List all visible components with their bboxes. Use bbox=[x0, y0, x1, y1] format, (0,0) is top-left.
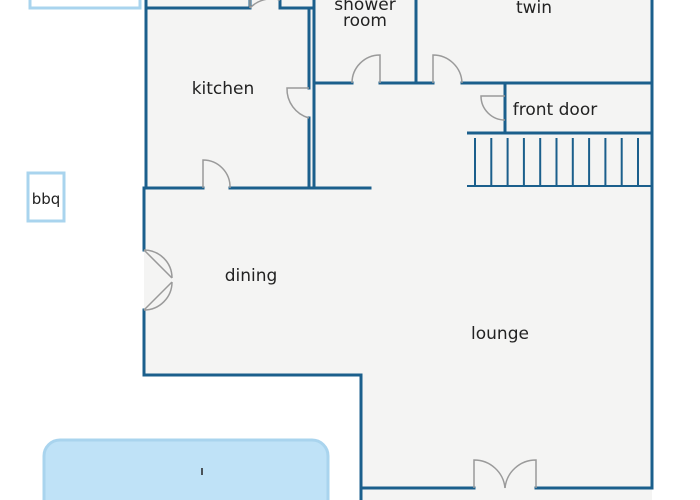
door-front bbox=[480, 95, 506, 121]
bbq-label: bbq bbox=[32, 190, 61, 208]
door-lounge-b bbox=[504, 459, 537, 489]
lounge-label: lounge bbox=[471, 324, 529, 344]
dining-label: dining bbox=[225, 266, 278, 286]
walls bbox=[142, 0, 654, 500]
shower-room-label-line2: room bbox=[343, 11, 387, 31]
door-lounge-a bbox=[473, 459, 506, 489]
twin-label: twin bbox=[516, 0, 552, 18]
staircase bbox=[467, 131, 652, 187]
doors bbox=[143, 0, 537, 489]
front-door-label: front door bbox=[513, 100, 597, 120]
door-dining-left-b bbox=[143, 281, 173, 311]
outdoor-area-outline bbox=[28, 0, 142, 10]
pool bbox=[42, 438, 330, 500]
door-dining-left-a bbox=[143, 249, 173, 279]
kitchen-label: kitchen bbox=[192, 79, 255, 99]
door-kitchen bbox=[286, 87, 310, 119]
door-top-kitchen bbox=[249, 0, 280, 9]
shower-room-label-line1: shower bbox=[334, 0, 395, 15]
door-twin bbox=[432, 54, 463, 84]
door-kitchen-dining bbox=[202, 159, 231, 189]
floor-area bbox=[144, 0, 652, 500]
bbq-box bbox=[26, 171, 66, 223]
door-shower-room bbox=[351, 54, 381, 84]
